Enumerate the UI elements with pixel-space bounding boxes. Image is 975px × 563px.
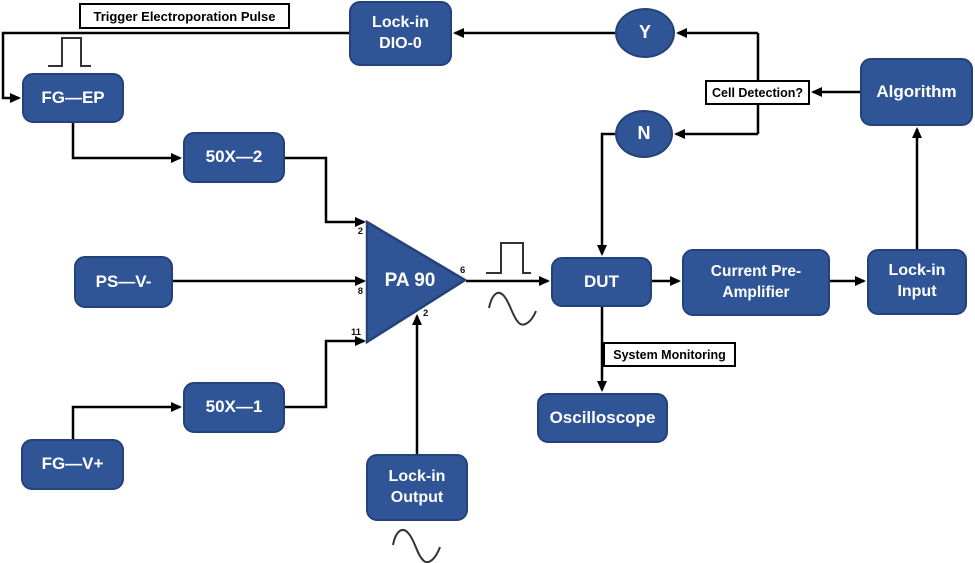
pa90-pin-lockin-input: 2: [423, 308, 429, 319]
pa90-pin-mid-input: 8: [357, 286, 363, 297]
node-current-preamplifier: Current Pre- Amplifier: [682, 249, 830, 316]
connector-n-to-dut: [597, 132, 615, 256]
cell-detection-label: Cell Detection?: [705, 80, 810, 105]
node-algorithm: Algorithm: [860, 58, 973, 126]
pa90-pin-output: 6: [460, 265, 466, 276]
pulse-waveform-icon: [486, 242, 531, 274]
pa90-label: PA 90: [384, 270, 436, 291]
decision-no-circle: N: [615, 110, 673, 158]
node-50x-2: 50X—2: [183, 132, 285, 183]
connector-50x2-to-pa90: [285, 156, 366, 227]
node-lockin-dio0: Lock-in DIO-0: [349, 1, 452, 66]
pa90-pin-top-input: 2: [357, 226, 363, 237]
node-fg-v-plus: FG—V+: [21, 439, 124, 490]
node-oscilloscope: Oscilloscope: [537, 393, 668, 443]
connector-lockin-dio0-to-fg-ep: [1, 31, 349, 103]
node-fg-ep: FG—EP: [22, 73, 124, 123]
system-monitoring-label: System Monitoring: [603, 342, 736, 367]
node-50x-1: 50X—1: [183, 382, 285, 433]
trigger-electroporation-label: Trigger Electroporation Pulse: [79, 3, 290, 29]
connector-50x1-to-pa90: [285, 336, 366, 409]
node-dut: DUT: [551, 257, 652, 307]
node-lockin-output: Lock-in Output: [366, 454, 468, 521]
connector-fg-ep-to-50x2: [71, 123, 182, 163]
sine-waveform-icon: [392, 529, 441, 563]
decision-yes-circle: Y: [615, 8, 675, 58]
connector-fg-v-to-50x1: [71, 402, 182, 439]
sine-waveform-icon: [488, 291, 537, 326]
pa90-amplifier-triangle: [365, 219, 468, 345]
pa90-pin-bottom-input: 11: [350, 327, 361, 338]
node-lockin-input: Lock-in Input: [867, 249, 967, 315]
node-ps-v-minus: PS—V-: [74, 256, 173, 308]
pulse-waveform-icon: [48, 37, 91, 67]
